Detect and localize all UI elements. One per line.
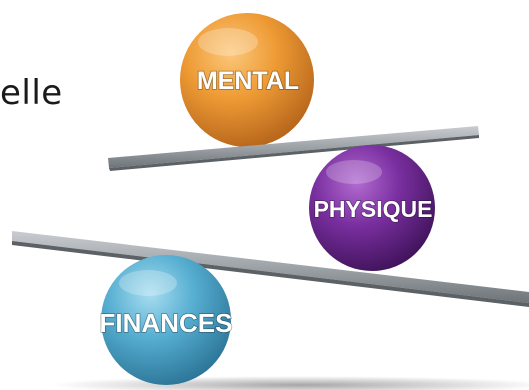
bottom-plank-icon <box>12 231 529 307</box>
mental-label: MENTAL <box>197 67 299 95</box>
physique-label: PHYSIQUE <box>314 196 433 222</box>
physique-ball: PHYSIQUE <box>309 145 435 271</box>
finances-ball: FINANCES <box>99 255 233 385</box>
cropped-heading-text: elle <box>0 73 63 113</box>
mental-ball: MENTAL <box>180 13 314 147</box>
finances-label: FINANCES <box>100 308 233 338</box>
top-plank-icon <box>108 126 479 171</box>
ground-shadow <box>50 376 529 390</box>
